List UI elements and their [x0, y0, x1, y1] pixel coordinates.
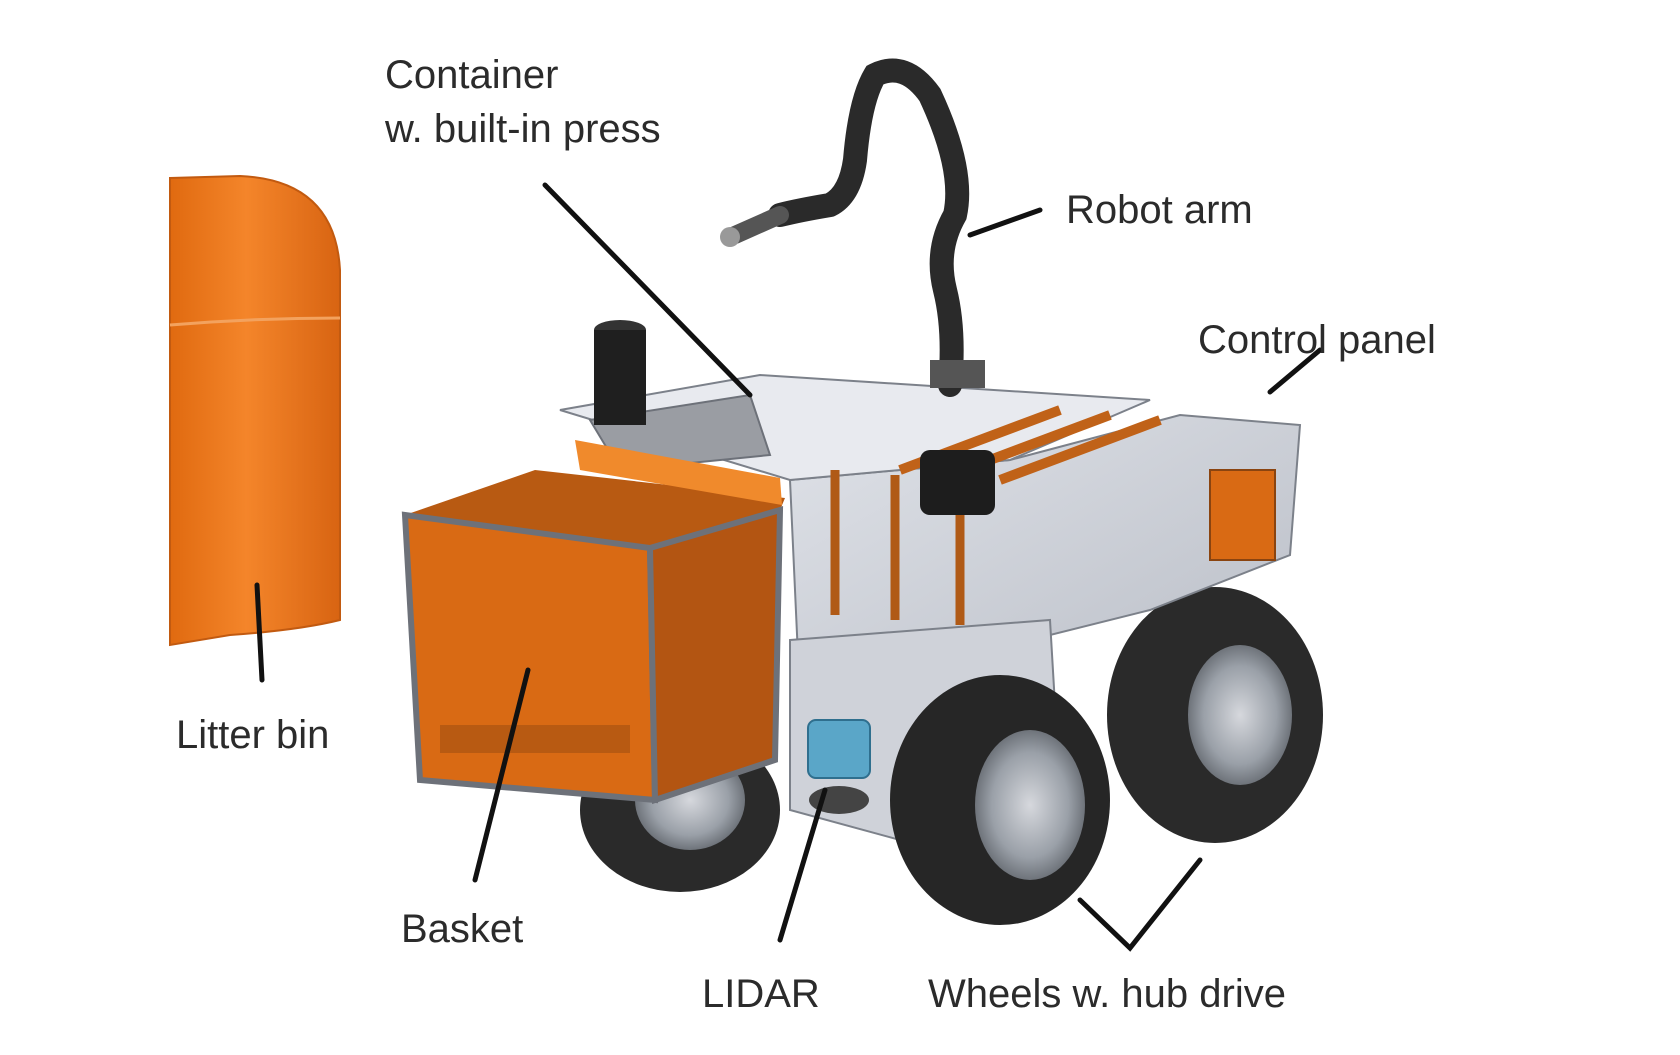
control-panel-label: Control panel	[1198, 318, 1436, 362]
robot-arm-label: Robot arm	[1066, 188, 1253, 232]
front-left-wheel	[890, 675, 1110, 925]
container-label: Container w. built-in press	[385, 48, 661, 156]
lidar-leader	[777, 787, 828, 943]
basket-label: Basket	[401, 907, 524, 951]
container-leader	[542, 182, 753, 398]
wheels-leader	[1077, 857, 1203, 952]
lidar-label: LIDAR	[702, 972, 820, 1016]
rear-right-wheel	[1107, 587, 1323, 843]
litter-bin-leader	[254, 582, 265, 683]
litter-bin	[169, 174, 341, 647]
control-panel-leader	[1267, 347, 1323, 395]
basket-leader	[472, 667, 531, 883]
lidar-sensor	[807, 719, 871, 814]
robot-arm-leader	[967, 207, 1043, 238]
leader-lines	[254, 182, 1323, 952]
robot-arm	[720, 58, 985, 397]
control-panel-box	[1209, 469, 1276, 561]
container-label-line2: w. built-in press	[385, 107, 661, 151]
wheels-label: Wheels w. hub drive	[928, 972, 1286, 1016]
basket	[401, 440, 785, 805]
litter-bin-label: Litter bin	[176, 713, 330, 757]
container-label-line1: Container	[385, 53, 559, 97]
